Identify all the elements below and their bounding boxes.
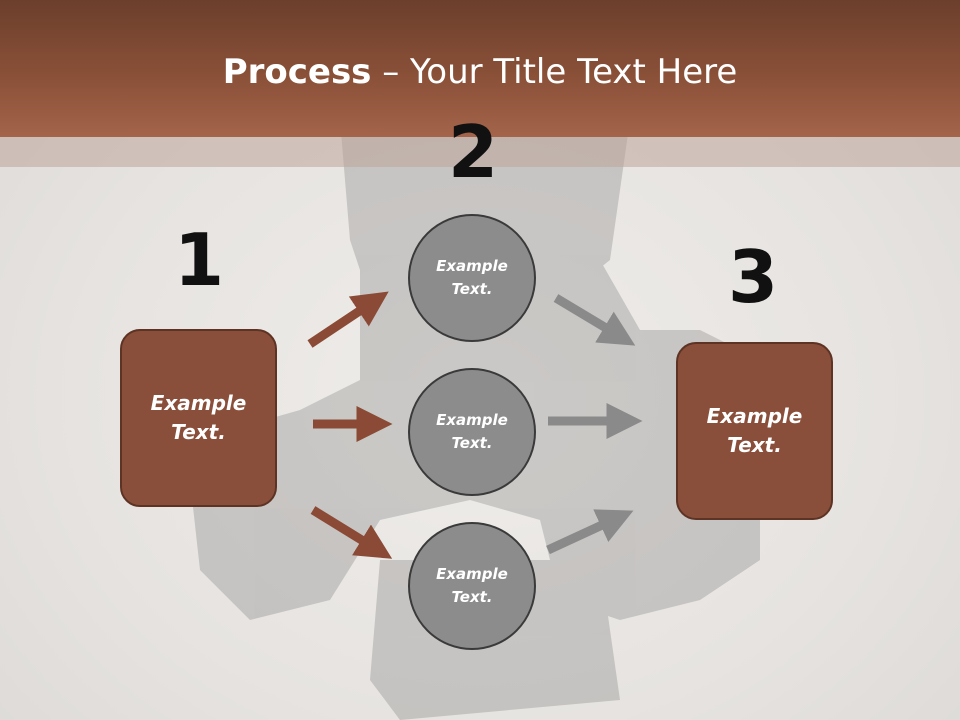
circle-2-line1: Example bbox=[436, 411, 508, 429]
arrow-circle-3-to-3 bbox=[546, 509, 634, 555]
title-bar-band bbox=[0, 137, 960, 167]
title-bar bbox=[0, 0, 960, 137]
circle-1-line1: Example bbox=[436, 257, 508, 275]
step-number-3: 3 bbox=[727, 235, 779, 319]
step-3-text-line1: Example bbox=[706, 404, 803, 428]
step-number-1: 1 bbox=[173, 218, 225, 302]
circle-1-line2: Text. bbox=[451, 280, 493, 298]
step-1-text-line1: Example bbox=[150, 391, 247, 415]
step-1-text-line2: Text. bbox=[171, 420, 226, 444]
circle-3-line2: Text. bbox=[451, 588, 493, 606]
arrow-circle-1-to-3 bbox=[553, 294, 636, 346]
step-number-2: 2 bbox=[447, 110, 499, 194]
step-3-text-line2: Text. bbox=[727, 433, 782, 457]
circle-2-line2: Text. bbox=[451, 434, 493, 452]
circle-3-line1: Example bbox=[436, 565, 508, 583]
slide-title-rest: – Your Title Text Here bbox=[371, 52, 738, 92]
arrow-1-to-circle-3 bbox=[310, 506, 393, 559]
slide-title: Process – Your Title Text Here bbox=[0, 52, 960, 92]
slide-title-bold: Process bbox=[222, 52, 372, 92]
arrow-1-to-circle-1 bbox=[307, 291, 389, 348]
